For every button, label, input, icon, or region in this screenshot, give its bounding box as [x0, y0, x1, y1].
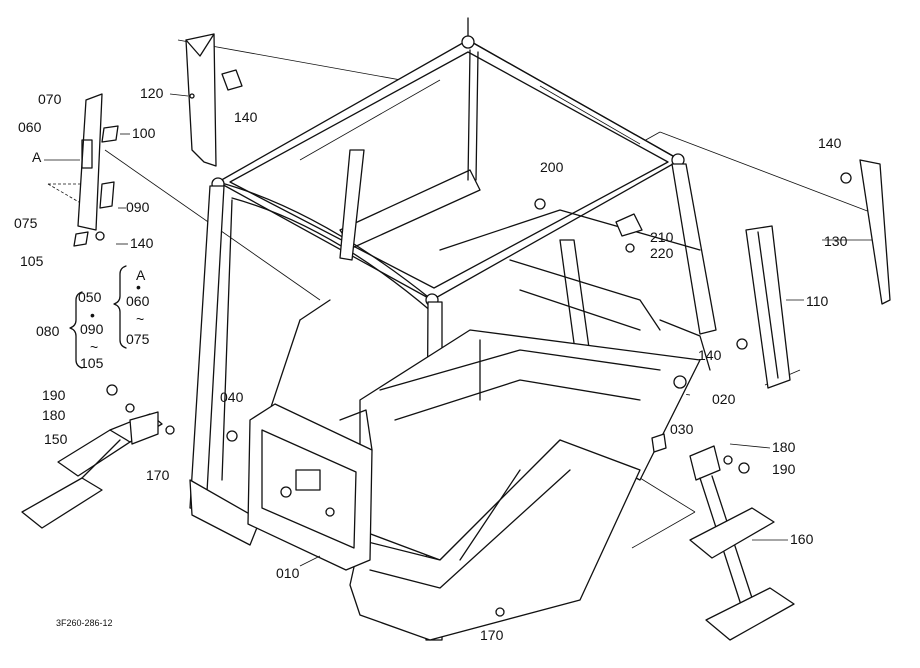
left-step-150 — [21, 384, 175, 529]
label-190-a: 190 — [42, 387, 66, 403]
label-060: 060 — [18, 119, 42, 135]
label-200: 200 — [540, 159, 564, 175]
label-060-b: 060 — [126, 293, 150, 309]
label-020: 020 — [712, 391, 736, 407]
label-080: 080 — [36, 323, 60, 339]
label-040: 040 — [220, 389, 244, 405]
label-190-b: 190 — [772, 461, 796, 477]
part-labels: 010 020 030 040 050 060 060 070 075 075 … — [14, 85, 848, 643]
front-panel — [247, 403, 373, 571]
tilde-090-105: ~ — [90, 339, 98, 355]
fasteners — [226, 198, 687, 442]
label-180-a: 180 — [42, 407, 66, 423]
label-010: 010 — [276, 565, 300, 581]
label-210: 210 — [650, 229, 674, 245]
label-070: 070 — [38, 91, 62, 107]
group-brackets — [69, 265, 127, 369]
label-150: 150 — [44, 431, 68, 447]
label-090: 090 — [126, 199, 150, 215]
ref-label-A-1: A — [32, 149, 42, 165]
label-180-b: 180 — [772, 439, 796, 455]
bracket-120 — [185, 33, 243, 167]
label-130: 130 — [824, 233, 848, 249]
label-170-a: 170 — [146, 467, 170, 483]
tilde-060-075: ~ — [136, 311, 144, 327]
label-140-a: 140 — [234, 109, 258, 125]
left-bracket-070 — [73, 93, 119, 247]
dot-050-090: • — [90, 307, 95, 323]
label-110: 110 — [806, 293, 829, 309]
label-090-b: 090 — [80, 321, 104, 337]
diagram-code: 3F260-286-12 — [56, 618, 113, 628]
label-160: 160 — [790, 531, 814, 547]
label-140-b: 140 — [130, 235, 154, 251]
label-030: 030 — [670, 421, 694, 437]
label-140-c: 140 — [818, 135, 842, 151]
bracket-130 — [840, 159, 891, 305]
ref-label-A-2: A — [136, 267, 146, 283]
label-105-b: 105 — [80, 355, 104, 371]
label-ticks — [44, 93, 872, 567]
label-140-d: 140 — [698, 347, 722, 363]
right-step-160 — [495, 433, 795, 641]
dot-a-060: • — [136, 279, 141, 295]
label-050: 050 — [78, 289, 102, 305]
label-170-b: 170 — [480, 627, 504, 643]
lower-body — [189, 209, 711, 641]
channel-110 — [736, 225, 791, 389]
label-075: 075 — [14, 215, 38, 231]
label-220: 220 — [650, 245, 674, 261]
label-075-b: 075 — [126, 331, 150, 347]
label-100: 100 — [132, 125, 156, 141]
roof-frame — [211, 17, 685, 313]
label-120: 120 — [140, 85, 164, 101]
label-105: 105 — [20, 253, 44, 269]
